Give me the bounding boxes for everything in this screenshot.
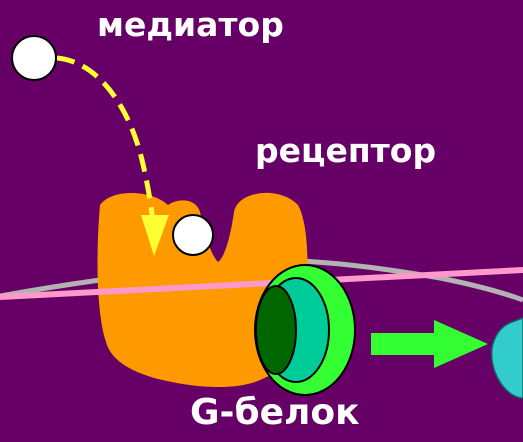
g-protein-label: G-белок (190, 395, 360, 431)
g-protein (255, 265, 355, 395)
receptor-label: рецептор (255, 134, 436, 167)
g-protein-inner (256, 286, 296, 374)
ligand-free (12, 36, 56, 80)
signal-arrow (371, 320, 488, 368)
ligand-bound (173, 215, 213, 255)
effector-shape (492, 318, 523, 398)
mediator-label: медиатор (97, 8, 284, 41)
